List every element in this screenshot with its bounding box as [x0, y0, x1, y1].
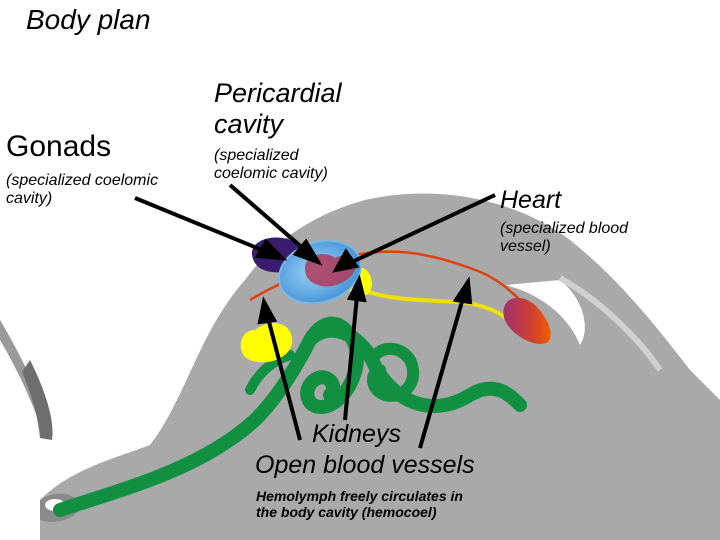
- arrow-open-vessels: [418, 297, 465, 449]
- heart-label: Heart: [500, 186, 562, 214]
- kidney-left: [240, 323, 293, 363]
- arrow-kidney-left: [266, 317, 302, 441]
- kidneys-label: Kidneys: [312, 420, 401, 448]
- tentacle-shade: [22, 360, 53, 440]
- pericardial-description: (specialized coelomic cavity): [214, 147, 328, 183]
- gut-loop: [366, 342, 420, 402]
- arrow-kidney-right: [343, 295, 359, 421]
- gut: [53, 316, 527, 517]
- heart-description: (specialized blood vessel): [500, 220, 629, 256]
- diagram-title: Body plan: [26, 4, 151, 35]
- gonads-label: Gonads: [6, 130, 112, 163]
- arrow-gonads-head: [254, 238, 288, 261]
- mantle-edge: [505, 280, 585, 345]
- arrow-pericardial: [228, 183, 307, 252]
- open-vessels-label: Open blood vessels: [255, 451, 475, 479]
- arrow-pericardial-head: [292, 238, 323, 266]
- mantle-lip: [558, 275, 663, 372]
- arrow-heart-head: [332, 248, 360, 273]
- gonads-description: (specialized coelomic cavity): [6, 172, 159, 208]
- arrows: [134, 183, 496, 449]
- arrow-heart: [351, 193, 496, 264]
- open-vessels-description: Hemolymph freely circulates in the body …: [256, 488, 463, 521]
- digestive-gland: [503, 297, 551, 345]
- arrow-kidney-right-head: [346, 274, 367, 303]
- arrow-kidney-left-head: [257, 296, 278, 325]
- pericardial-label: Pericardial cavity: [214, 78, 342, 140]
- arrow-open-vessels-head: [452, 276, 473, 305]
- arrow-gonads: [134, 196, 263, 252]
- gut-branch: [245, 350, 295, 395]
